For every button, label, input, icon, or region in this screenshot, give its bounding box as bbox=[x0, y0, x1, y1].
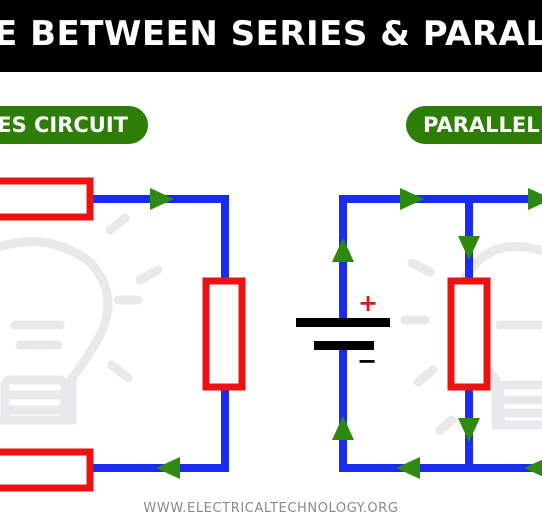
current-arrow-icon bbox=[332, 416, 354, 440]
series-circuit bbox=[0, 177, 246, 492]
parallel-circuit: + − bbox=[296, 188, 542, 479]
resistor-icon bbox=[447, 277, 491, 391]
parallel-circuit-label: PARALLEL bbox=[406, 106, 542, 144]
resistor-icon bbox=[202, 277, 246, 391]
website-watermark: WWW.ELECTRICALTECHNOLOGY.ORG bbox=[143, 501, 399, 516]
current-arrow-icon bbox=[156, 457, 180, 479]
current-arrow-icon bbox=[458, 236, 480, 260]
series-circuit-label: ES CIRCUIT bbox=[0, 106, 148, 144]
current-arrow-icon bbox=[396, 457, 420, 479]
current-arrow-icon bbox=[528, 188, 542, 210]
current-arrow-icon bbox=[458, 418, 480, 442]
battery-icon bbox=[296, 318, 390, 350]
battery-minus-sign: − bbox=[357, 347, 377, 375]
page-title: E BETWEEN SERIES & PARALLE bbox=[0, 14, 542, 54]
current-arrow-icon bbox=[400, 188, 424, 210]
current-arrow-icon bbox=[524, 459, 542, 477]
current-arrow-icon bbox=[150, 188, 174, 210]
series-circuit-label-text: ES CIRCUIT bbox=[0, 113, 128, 137]
title-bar: E BETWEEN SERIES & PARALLE bbox=[0, 0, 542, 72]
resistor-icon bbox=[0, 448, 94, 492]
parallel-circuit-label-text: PARALLEL bbox=[423, 113, 540, 137]
lightbulb-watermark-icon bbox=[0, 183, 163, 425]
battery-plus-sign: + bbox=[358, 289, 378, 317]
current-arrow-icon bbox=[332, 238, 354, 262]
resistor-icon bbox=[0, 177, 94, 221]
